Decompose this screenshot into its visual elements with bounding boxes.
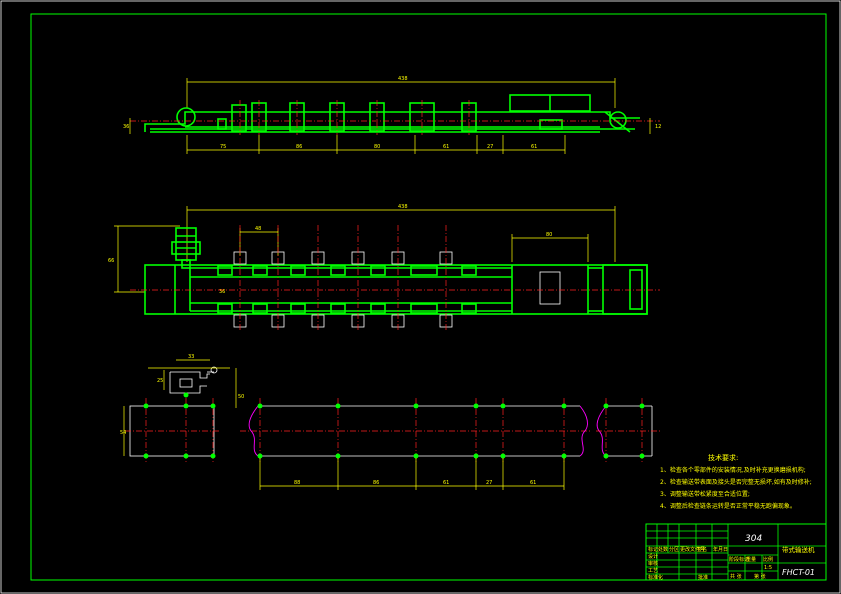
top-seg-dim-3: 80 bbox=[374, 144, 380, 150]
plan-height-dim: 66 bbox=[108, 258, 114, 264]
title-block: 标记 处数 分区 更改文件号 签名 年月日 设计 审核 工艺 标准化 批准 30… bbox=[645, 523, 827, 581]
detail-left-dim: 54 bbox=[120, 430, 126, 436]
sheet-count: 共 张 bbox=[730, 573, 742, 580]
role-label-1: 设计 bbox=[648, 553, 658, 560]
notes-title: 技术要求: bbox=[708, 453, 738, 462]
detail-view: 33 25 50 54 bbox=[120, 354, 660, 490]
detail-seg-dim-5: 61 bbox=[530, 480, 536, 486]
top-seg-dim-5: 27 bbox=[487, 144, 493, 150]
material-label: 304 bbox=[745, 534, 762, 544]
scale-label: 比例 bbox=[763, 556, 773, 563]
plan-view: 438 48 80 66 36 bbox=[108, 204, 660, 330]
detail-seg-dim-1: 88 bbox=[294, 480, 300, 486]
plan-overall-dim: 438 bbox=[398, 204, 408, 210]
row-label-5: 签名 bbox=[697, 546, 707, 553]
row-label-3: 分区 bbox=[669, 546, 679, 553]
note-item-1: 1、检查各个零部件的安装情况,及时补充更换磨损机构; bbox=[660, 466, 806, 474]
detail-seg-dim-3: 61 bbox=[443, 480, 449, 486]
technical-notes: 技术要求: 1、检查各个零部件的安装情况,及时补充更换磨损机构; 2、检查输送带… bbox=[660, 453, 812, 510]
top-left-height-dim: 36 bbox=[123, 124, 129, 130]
top-seg-dim-6: 61 bbox=[531, 144, 537, 150]
top-seg-dim-1: 75 bbox=[220, 144, 226, 150]
role-label-4: 标准化 bbox=[648, 574, 663, 581]
detail-seg-dim-2: 86 bbox=[373, 480, 379, 486]
row-label-1: 标记 bbox=[648, 546, 658, 553]
detail-seg-dim-4: 27 bbox=[486, 480, 492, 486]
detail-width-dim: 33 bbox=[188, 354, 194, 360]
detail-height-dim: 25 bbox=[157, 378, 163, 384]
row-label-4: 更改文件号 bbox=[680, 546, 705, 553]
scale-value: 1:5 bbox=[764, 565, 772, 571]
role-label-2: 审核 bbox=[648, 560, 658, 567]
drawing-frame bbox=[30, 13, 827, 581]
drawing-name: 带式输送机 bbox=[782, 545, 815, 554]
sheet-number: 第 张 bbox=[754, 573, 766, 580]
note-item-2: 2、检查输送带表面及接头是否完整无损坏,如有及时修补; bbox=[660, 478, 812, 486]
plan-box-dim: 80 bbox=[546, 232, 552, 238]
row-label-2: 处数 bbox=[658, 546, 668, 553]
row-label-6: 年月日 bbox=[713, 546, 728, 553]
role-label-3: 工艺 bbox=[648, 568, 658, 574]
detail-side-dim: 50 bbox=[238, 394, 244, 400]
weight-label: 重量 bbox=[746, 556, 756, 563]
role-label-5: 批准 bbox=[698, 574, 708, 581]
note-item-4: 4、调整后检查链条运转是否正常平稳无跑偏现象。 bbox=[660, 502, 796, 510]
note-item-3: 3、调整输送带松紧度至合适位置; bbox=[660, 490, 750, 498]
top-view: 438 bbox=[123, 76, 661, 154]
plan-pitch-dim: 48 bbox=[255, 226, 261, 232]
top-right-height-dim: 12 bbox=[655, 124, 661, 130]
plan-small-dim: 36 bbox=[219, 289, 225, 295]
stage-label: 阶段标记 bbox=[729, 556, 749, 563]
drawing-code: FHCT-01 bbox=[782, 568, 815, 577]
top-seg-dim-4: 61 bbox=[443, 144, 449, 150]
top-seg-dim-2: 86 bbox=[296, 144, 302, 150]
top-overall-dim: 438 bbox=[398, 76, 408, 82]
